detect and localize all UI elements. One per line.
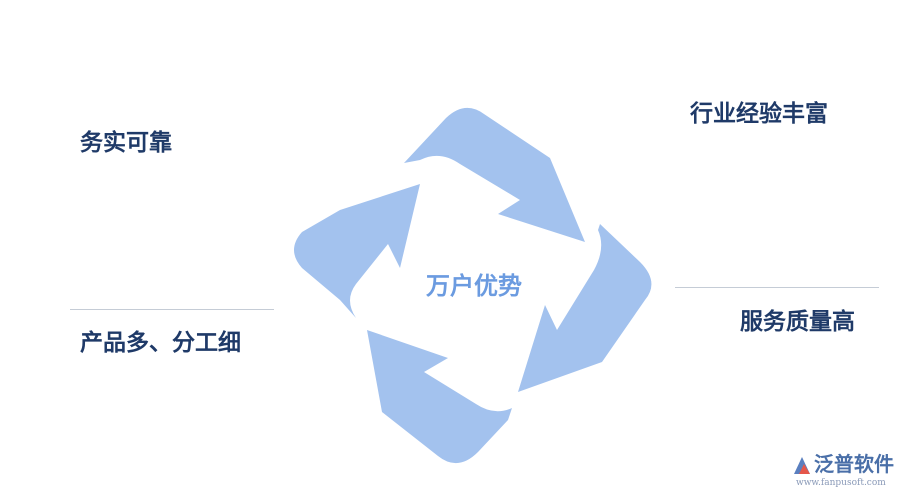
label-industry-experience: 行业经验丰富 bbox=[690, 101, 828, 127]
arrow-bottom-left bbox=[367, 330, 512, 464]
fanpu-logo-icon bbox=[794, 457, 810, 474]
logo-name: 泛普软件 bbox=[814, 452, 894, 476]
arrow-top-right bbox=[404, 107, 585, 242]
logo-url: www.fanpusoft.com bbox=[796, 478, 886, 488]
company-logo[interactable]: 泛普软件 www.fanpusoft.com bbox=[790, 452, 910, 492]
divider-right bbox=[675, 287, 879, 288]
label-service-quality: 服务质量高 bbox=[740, 309, 855, 335]
divider-left bbox=[70, 309, 274, 310]
arrow-left-top bbox=[294, 184, 420, 318]
center-title: 万户优势 bbox=[426, 272, 522, 300]
arrow-right-bottom bbox=[518, 224, 652, 392]
label-practical-reliable: 务实可靠 bbox=[80, 130, 172, 156]
label-many-products: 产品多、分工细 bbox=[80, 330, 241, 356]
